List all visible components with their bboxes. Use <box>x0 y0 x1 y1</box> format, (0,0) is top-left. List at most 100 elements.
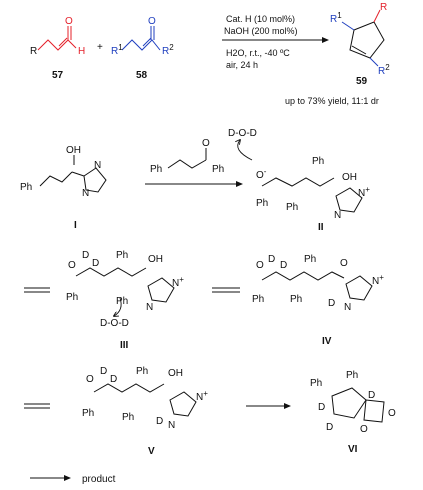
ph-V-left: Ph <box>82 408 94 419</box>
label-IV: IV <box>322 336 332 347</box>
r-label-59: R <box>380 2 387 13</box>
n-plus-III: N+ <box>172 275 184 289</box>
intermediate-II: D-O-D O- Ph Ph Ph OH N+ N II <box>228 128 370 233</box>
label-II: II <box>318 222 324 233</box>
imidazole-ring-I <box>83 167 107 193</box>
d3-V: D <box>156 416 163 427</box>
enal-chain <box>37 39 77 51</box>
compound-57-label: 57 <box>52 70 64 81</box>
ph-VI-right: Ph <box>346 370 358 381</box>
compound-58-structure: R1 O R2 58 <box>111 16 174 81</box>
ph-V-bottom: Ph <box>122 412 134 423</box>
ph-IV-top: Ph <box>304 254 316 265</box>
dod-III: D-O-D <box>100 318 129 329</box>
label-VI: VI <box>348 444 358 455</box>
cyclopentene-ring <box>349 21 385 59</box>
n-plus-II: N+ <box>358 185 370 199</box>
ph-VI-left: Ph <box>310 378 322 389</box>
ph-III-bottom: Ph <box>116 296 128 307</box>
d2-III: D <box>92 258 99 269</box>
o-chalcone: O <box>202 138 210 149</box>
imidazolium-ring-II <box>335 187 363 213</box>
n-bottom-I: N <box>82 188 89 199</box>
intermediate-V: O D D Ph OH Ph Ph D N+ N V <box>82 366 208 457</box>
enone-double-bond <box>142 37 152 47</box>
label-V: V <box>148 446 155 457</box>
ring-double-bond <box>351 45 367 55</box>
r1-bond-59 <box>341 21 355 31</box>
ph-chalcone-left: Ph <box>150 164 162 175</box>
o-ring-VI: O <box>360 424 368 435</box>
imidazolium-ring-IV <box>345 275 373 301</box>
condition-base: NaOH (200 mol%) <box>224 26 298 36</box>
label-III: III <box>120 340 129 351</box>
condition-catalyst: Cat. H (10 mol%) <box>226 14 295 24</box>
lactone-ring-VI <box>363 399 385 423</box>
condition-air: air, 24 h <box>226 60 258 70</box>
ph-V-top: Ph <box>136 366 148 377</box>
enal-double-bond <box>58 37 68 47</box>
ph-chalcone-right: Ph <box>212 164 224 175</box>
r2-label-58: R2 <box>162 43 174 57</box>
chalcone-reagent: Ph O Ph <box>150 138 224 175</box>
oh-II: OH <box>342 172 357 183</box>
r2-bond-59 <box>369 57 379 67</box>
label-I: I <box>74 220 77 231</box>
d2-V: D <box>110 374 117 385</box>
diene-chain-I <box>39 171 73 187</box>
r1-label-59: R1 <box>330 11 342 25</box>
cyclopentane-VI <box>331 387 367 419</box>
chain-III <box>75 267 147 277</box>
n-III: N <box>146 302 153 313</box>
d1-IV: D <box>268 254 275 265</box>
o-IV-right: O <box>340 258 348 269</box>
d1-V: D <box>100 366 107 377</box>
hydrogen-57: H <box>78 46 85 57</box>
yield-text: up to 73% yield, 11:1 dr <box>285 96 379 106</box>
compound-57-structure: R O H 57 <box>30 16 85 81</box>
n-V: N <box>168 420 175 431</box>
chalcone-chain <box>167 159 207 169</box>
intermediate-I: Ph OH N N I <box>20 145 107 231</box>
oxygen-58: O <box>148 16 156 27</box>
d2-VI: D <box>318 402 325 413</box>
d1-III: D <box>82 250 89 261</box>
intermediate-III: O D D Ph OH Ph Ph N+ N D-O-D III <box>66 250 184 351</box>
o-IV-left: O <box>256 260 264 271</box>
r-label-57: R <box>30 46 37 57</box>
compound-59-label: 59 <box>356 76 368 87</box>
ph-III-top: Ph <box>116 250 128 261</box>
compound-59-structure: R R1 R2 59 <box>330 2 390 87</box>
d1-VI: D <box>368 390 375 401</box>
n-plus-IV: N+ <box>372 273 384 287</box>
ph-I: Ph <box>20 182 32 193</box>
oh-I: OH <box>66 145 81 156</box>
r1-label-58: R1 <box>111 43 123 57</box>
oxygen-57: O <box>65 16 73 27</box>
r2-label-59: R2 <box>378 63 390 77</box>
chain-II <box>261 177 335 187</box>
condition-solvent: H2O, r.t., -40 ºC <box>226 48 290 58</box>
ph-IV-bottom: Ph <box>290 294 302 305</box>
d3-IV: D <box>328 298 335 309</box>
ph-III-left: Ph <box>66 292 78 303</box>
ph-IV-left: Ph <box>252 294 264 305</box>
intermediate-VI: Ph Ph D D D O O VI <box>310 370 396 455</box>
n-IV: N <box>344 302 351 313</box>
n-top-I: N <box>94 160 101 171</box>
oh-III: OH <box>148 254 163 265</box>
o-carbonyl-VI: O <box>388 408 396 419</box>
enone-chain <box>121 39 161 51</box>
d2-IV: D <box>280 260 287 271</box>
ph-II-left: Ph <box>256 198 268 209</box>
curved-arrow-II <box>238 140 253 161</box>
chain-IV <box>261 271 345 281</box>
o-III: O <box>68 260 76 271</box>
d3-VI: D <box>326 422 333 433</box>
o-minus-II: O- <box>256 167 267 181</box>
link-I <box>71 171 85 177</box>
imidazolium-ring-V <box>169 391 197 417</box>
imidazolium-ring-III <box>147 277 175 303</box>
